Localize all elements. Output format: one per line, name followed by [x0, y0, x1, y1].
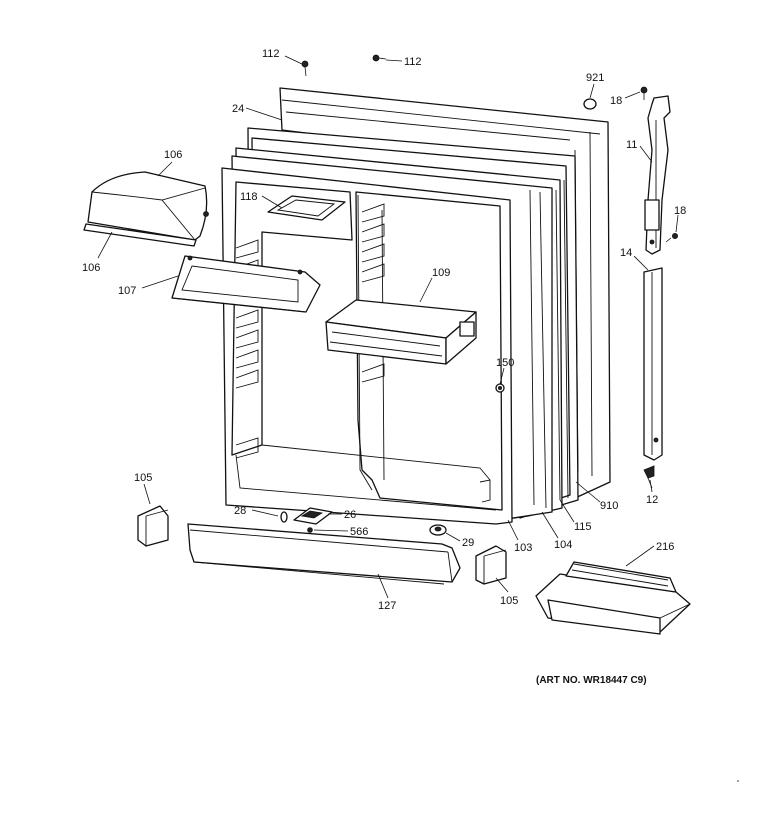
callout-106-bottom: 106 [82, 262, 100, 274]
callout-14: 14 [620, 247, 632, 259]
callout-28: 28 [234, 505, 246, 517]
callout-112-left: 112 [262, 48, 280, 60]
callout-566: 566 [350, 526, 368, 538]
hinge-11 [644, 95, 671, 255]
callout-26: 26 [344, 509, 356, 521]
speck-dot [737, 780, 739, 782]
callout-127: 127 [378, 600, 396, 612]
door-bin-109 [325, 299, 477, 365]
dairy-compartment-118 [267, 195, 346, 221]
callout-103: 103 [514, 542, 532, 554]
plug-921 [583, 98, 597, 110]
pin-28 [280, 511, 288, 523]
screw-12 [643, 465, 655, 489]
bracket-105-right [475, 545, 507, 585]
screw-18-top [640, 86, 648, 100]
screw-112-right [372, 54, 387, 62]
callout-118: 118 [240, 191, 258, 203]
callout-112-right: 112 [404, 56, 422, 68]
callout-12: 12 [646, 494, 658, 506]
screw-18-right [665, 232, 679, 243]
callout-109: 109 [432, 267, 450, 279]
callout-labels: 112 112 921 18 24 11 106 118 18 14 106 1… [82, 48, 686, 612]
callout-18-top: 18 [610, 95, 622, 107]
callout-106-top: 106 [164, 149, 182, 161]
callout-216: 216 [656, 541, 674, 553]
callout-11: 11 [626, 139, 637, 151]
callout-29: 29 [462, 537, 474, 549]
bracket-105-left [137, 505, 169, 547]
leader-lines [97, 55, 679, 599]
callout-105-left: 105 [134, 472, 152, 484]
callout-910: 910 [600, 500, 618, 512]
callout-107: 107 [118, 285, 136, 297]
door-shelf-107 [171, 255, 321, 313]
callout-150: 150 [496, 357, 514, 369]
door-bin-216 [535, 561, 691, 635]
bottom-bar-127 [187, 523, 461, 585]
screw-112-left [301, 60, 309, 77]
callout-105-right: 105 [500, 595, 518, 607]
screw-566 [307, 527, 313, 533]
hinge-cover-strip-14 [643, 267, 663, 461]
callout-24: 24 [232, 103, 244, 115]
callout-18-right: 18 [674, 205, 686, 217]
clip-150 [495, 383, 505, 393]
bracket-26 [293, 507, 333, 525]
art-number: (ART NO. WR18447 C9) [536, 675, 647, 686]
clip-29 [429, 524, 447, 536]
callout-921: 921 [586, 72, 604, 84]
callout-104: 104 [554, 539, 572, 551]
dairy-door-cover-106 [83, 171, 209, 247]
callout-115: 115 [574, 521, 592, 533]
